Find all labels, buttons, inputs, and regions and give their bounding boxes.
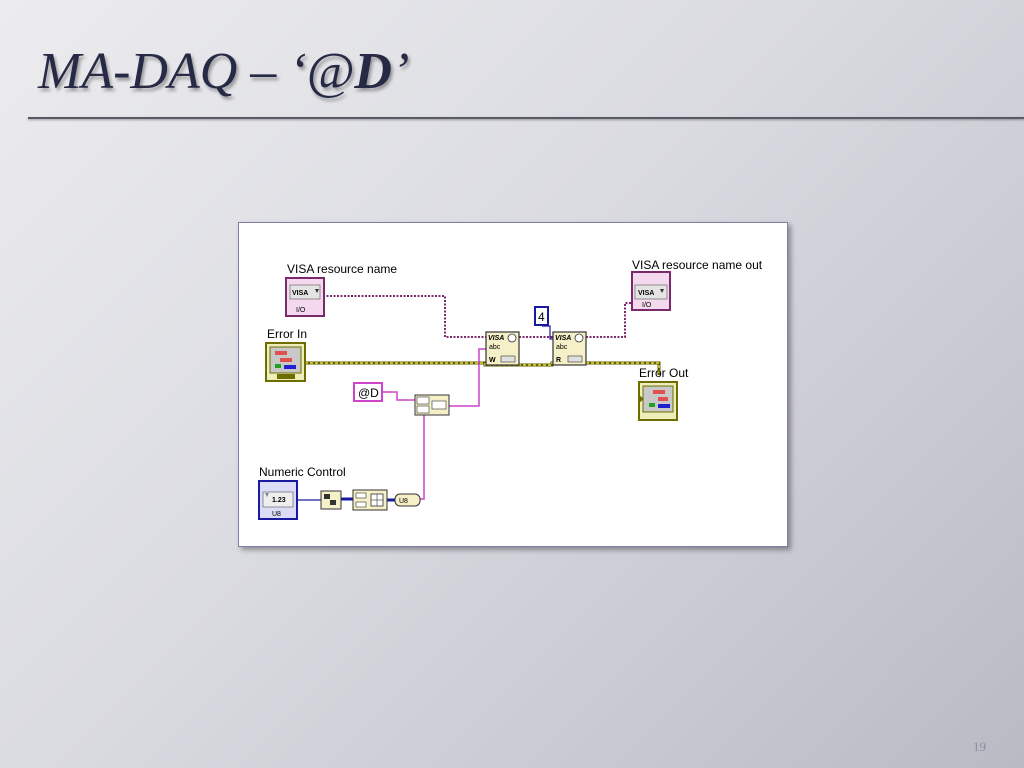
numeric-constant-value: 4 [538, 310, 545, 324]
visa-write-function[interactable]: VISA abc W [485, 331, 520, 366]
error-in-cluster-control[interactable] [265, 342, 306, 382]
byte-array-to-string-function[interactable]: U8 [394, 493, 421, 507]
visa-resource-wire [323, 295, 632, 338]
numeric-control-label: Numeric Control [259, 465, 346, 479]
numeric-control-type: U8 [272, 511, 281, 518]
error-in-label: Error In [267, 327, 307, 341]
visa-out-label: VISA resource name out [632, 258, 763, 272]
title-prefix: MA-DAQ – ‘@ [38, 43, 355, 100]
visa-in-label: VISA resource name [287, 262, 397, 276]
numeric-constant[interactable]: 4 [534, 306, 549, 326]
visa-read-title: VISA [555, 335, 571, 342]
title-emphasis: D [354, 43, 392, 100]
error-wire [305, 361, 661, 375]
clock-icon [507, 333, 517, 343]
page-number: 19 [973, 739, 986, 754]
string-wire-write-buffer [449, 348, 486, 407]
stepper-icon [265, 493, 269, 497]
type-conversion-function[interactable] [320, 490, 342, 510]
build-array-function[interactable] [352, 489, 388, 511]
error-out-label: Error Out [639, 366, 689, 380]
error-out-cluster-indicator [638, 381, 678, 421]
visa-out-terminal: I/O [642, 302, 652, 309]
string-constant-value: @D [358, 386, 379, 400]
numeric-control[interactable]: 1.23 U8 [258, 480, 298, 520]
visa-resource-name-control[interactable]: VISA I/O [285, 277, 325, 317]
visa-read-text: abc [556, 344, 568, 351]
concatenate-strings-function[interactable] [414, 394, 450, 416]
byte-array-type: U8 [399, 498, 408, 505]
string-wire-byte-string [420, 412, 429, 500]
clock-icon [574, 333, 584, 343]
visa-write-text: abc [489, 344, 501, 351]
chevron-down-icon [660, 289, 664, 293]
visa-in-terminal: I/O [296, 307, 306, 314]
labview-block-diagram: VISA resource name VISA I/O VISA resourc… [238, 222, 788, 547]
numeric-control-value: 1.23 [272, 497, 286, 504]
visa-read-function[interactable]: VISA abc R [552, 331, 587, 366]
title-suffix: ’ [391, 43, 410, 100]
chevron-down-icon [315, 289, 319, 293]
visa-read-mode: R [556, 357, 561, 364]
visa-resource-name-indicator: VISA I/O [631, 271, 671, 311]
string-wire-at-d [383, 391, 415, 401]
visa-write-title: VISA [488, 335, 504, 342]
visa-out-value: VISA [638, 290, 654, 297]
title-underline [28, 117, 1024, 119]
string-constant-at-d[interactable]: @D [353, 382, 383, 402]
slide-title: MA-DAQ – ‘@D’ [38, 46, 409, 98]
visa-in-value: VISA [292, 290, 308, 297]
visa-write-mode: W [489, 357, 496, 364]
